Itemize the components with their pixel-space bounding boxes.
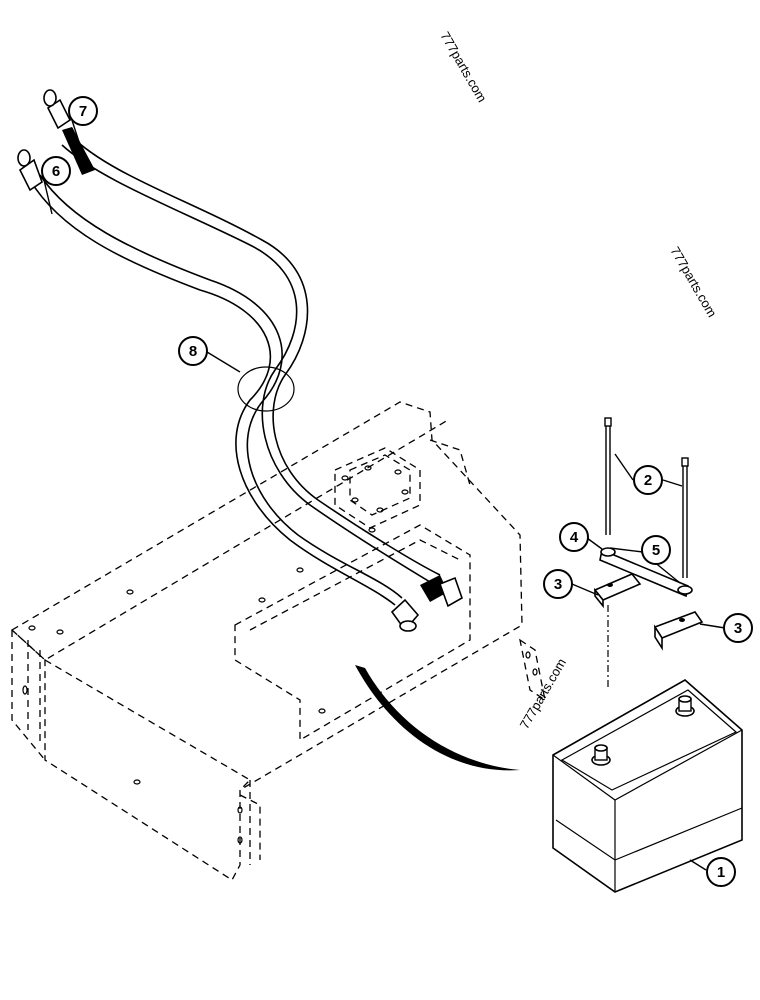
watermark-top: 777parts.com (437, 29, 489, 105)
svg-text:3: 3 (554, 576, 562, 593)
battery-leader-swoosh (355, 665, 520, 771)
callout-6: 6 (41, 156, 71, 186)
battery-terminal-right (675, 695, 695, 717)
cable-bundle-loop (237, 366, 295, 412)
callout-1: 1 (706, 857, 736, 887)
callout-4: 4 (559, 522, 589, 552)
hold-down-strap (599, 547, 693, 598)
svg-text:6: 6 (52, 163, 60, 180)
svg-text:4: 4 (570, 529, 579, 546)
negative-cable (17, 149, 420, 632)
bracket-left (593, 573, 642, 609)
watermark-middle: 777parts.com (517, 656, 569, 732)
callout-5: 5 (641, 535, 671, 565)
bracket-right (653, 611, 704, 651)
bolts (604, 417, 689, 578)
machine-frame (10, 401, 546, 881)
svg-text:7: 7 (79, 103, 87, 120)
svg-text:3: 3 (734, 620, 742, 637)
callout-8: 8 (178, 336, 208, 366)
battery (552, 679, 743, 893)
callout-7: 7 (68, 96, 98, 126)
svg-text:8: 8 (189, 343, 197, 360)
svg-text:1: 1 (717, 864, 725, 881)
watermark-right: 777parts.com (667, 244, 719, 320)
leader-lines (42, 110, 726, 871)
callout-2: 2 (633, 465, 663, 495)
callout-3-left: 3 (543, 569, 573, 599)
svg-text:2: 2 (644, 472, 652, 489)
battery-terminal-left (591, 744, 611, 766)
positive-cable (43, 89, 463, 608)
callout-3-right: 3 (723, 613, 753, 643)
svg-text:5: 5 (652, 542, 660, 559)
frame-holes (22, 465, 538, 844)
